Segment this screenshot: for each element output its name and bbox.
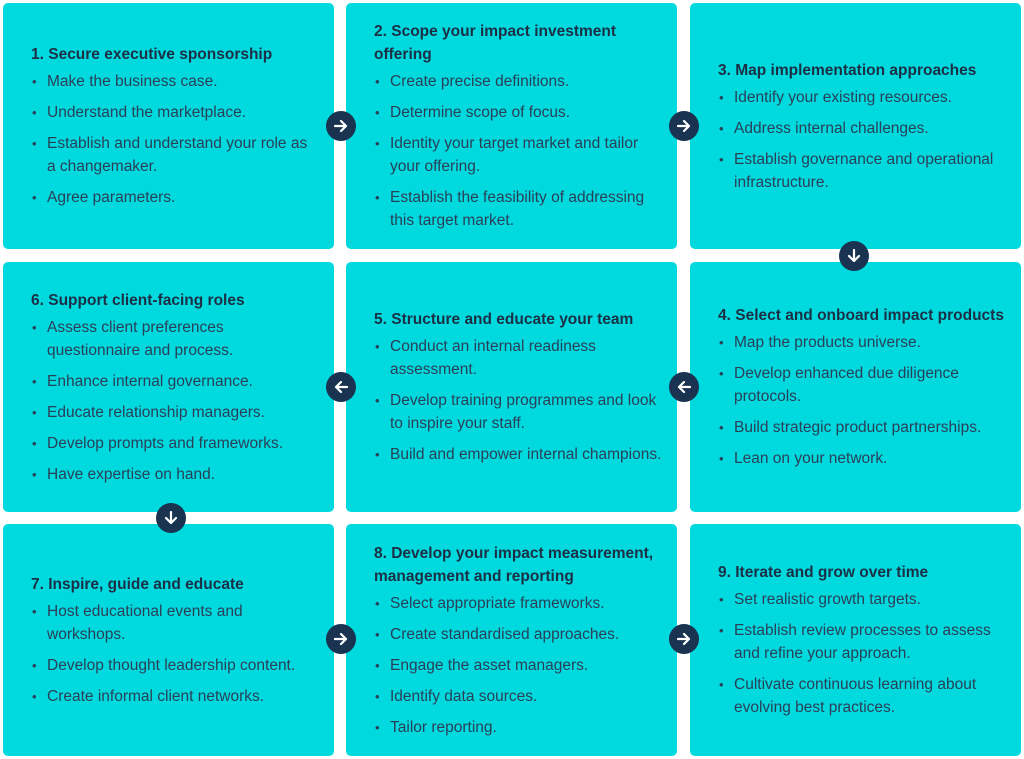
list-item: Develop enhanced due diligence protocols…	[718, 362, 1007, 408]
list-item: Build and empower internal champions.	[374, 443, 663, 466]
list-item: Establish governance and operational inf…	[718, 148, 1007, 194]
list-item: Make the business case.	[31, 70, 320, 93]
list-item: Establish the feasibility of addressing …	[374, 186, 663, 232]
step-1-card: 1. Secure executive sponsorship Make the…	[3, 3, 334, 249]
list-item: Develop training programmes and look to …	[374, 389, 663, 435]
arrow-down-icon	[839, 241, 869, 271]
list-item: Engage the asset managers.	[374, 654, 663, 677]
list-item: Determine scope of focus.	[374, 101, 663, 124]
step-3-list: Identify your existing resources. Addres…	[718, 86, 1007, 194]
step-7-list: Host educational events and workshops. D…	[31, 600, 320, 708]
list-item: Develop thought leadership content.	[31, 654, 320, 677]
list-item: Educate relationship managers.	[31, 401, 320, 424]
step-6-title: 6. Support client-facing roles	[31, 291, 245, 309]
arrow-left-icon	[669, 372, 699, 402]
list-item: Lean on your network.	[718, 447, 1007, 470]
list-item: Develop prompts and frameworks.	[31, 432, 320, 455]
list-item: Set realistic growth targets.	[718, 588, 1007, 611]
step-5-title: 5. Structure and educate your team	[374, 311, 634, 328]
list-item: Identity your target market and tailor y…	[374, 132, 663, 178]
list-item: Create standardised approaches.	[374, 623, 663, 646]
list-item: Agree parameters.	[31, 186, 320, 209]
list-item: Understand the marketplace.	[31, 101, 320, 124]
arrow-right-icon	[326, 111, 356, 141]
arrow-right-icon	[669, 111, 699, 141]
step-1-title: 1. Secure executive sponsorship	[31, 46, 273, 63]
step-8-card: 8. Develop your impact measurement, mana…	[346, 524, 677, 756]
step-7-card: 7. Inspire, guide and educate Host educa…	[3, 524, 334, 756]
list-item: Select appropriate frameworks.	[374, 592, 663, 615]
step-9-card: 9. Iterate and grow over time Set realis…	[690, 524, 1021, 756]
list-item: Host educational events and workshops.	[31, 600, 320, 646]
step-2-card: 2. Scope your impact investment offering…	[346, 3, 677, 249]
list-item: Address internal challenges.	[718, 117, 1007, 140]
step-5-list: Conduct an internal readiness assessment…	[374, 335, 663, 466]
step-2-list: Create precise definitions. Determine sc…	[374, 70, 663, 232]
arrow-left-icon	[326, 372, 356, 402]
list-item: Create precise definitions.	[374, 70, 663, 93]
list-item: Enhance internal governance.	[31, 370, 320, 393]
arrow-down-icon	[156, 503, 186, 533]
step-8-list: Select appropriate frameworks. Create st…	[374, 592, 663, 739]
step-1-list: Make the business case. Understand the m…	[31, 70, 320, 209]
list-item: Assess client preferences questionnaire …	[31, 316, 320, 362]
arrow-right-icon	[669, 624, 699, 654]
list-item: Tailor reporting.	[374, 716, 663, 739]
list-item: Build strategic product partnerships.	[718, 416, 1007, 439]
step-6-card: 6. Support client-facing roles Assess cl…	[3, 262, 334, 512]
step-4-title: 4. Select and onboard impact products	[718, 307, 1004, 324]
step-9-list: Set realistic growth targets. Establish …	[718, 588, 1007, 719]
step-8-title: 8. Develop your impact measurement, mana…	[374, 544, 654, 585]
step-3-title: 3. Map implementation approaches	[718, 61, 977, 79]
arrow-right-icon	[326, 624, 356, 654]
list-item: Create informal client networks.	[31, 685, 320, 708]
list-item: Identify data sources.	[374, 685, 663, 708]
list-item: Identify your existing resources.	[718, 86, 1007, 109]
list-item: Establish and understand your role as a …	[31, 132, 320, 178]
list-item: Have expertise on hand.	[31, 463, 320, 486]
list-item: Establish review processes to assess and…	[718, 619, 1007, 665]
step-4-card: 4. Select and onboard impact products Ma…	[690, 262, 1021, 512]
list-item: Cultivate continuous learning about evol…	[718, 673, 1007, 719]
step-6-list: Assess client preferences questionnaire …	[31, 316, 320, 486]
step-2-title: 2. Scope your impact investment offering	[374, 23, 617, 63]
step-4-list: Map the products universe. Develop enhan…	[718, 331, 1007, 470]
step-9-title: 9. Iterate and grow over time	[718, 564, 929, 581]
step-7-title: 7. Inspire, guide and educate	[31, 575, 244, 593]
step-3-card: 3. Map implementation approaches Identif…	[690, 3, 1021, 249]
list-item: Map the products universe.	[718, 331, 1007, 354]
list-item: Conduct an internal readiness assessment…	[374, 335, 663, 381]
step-5-card: 5. Structure and educate your team Condu…	[346, 262, 677, 512]
